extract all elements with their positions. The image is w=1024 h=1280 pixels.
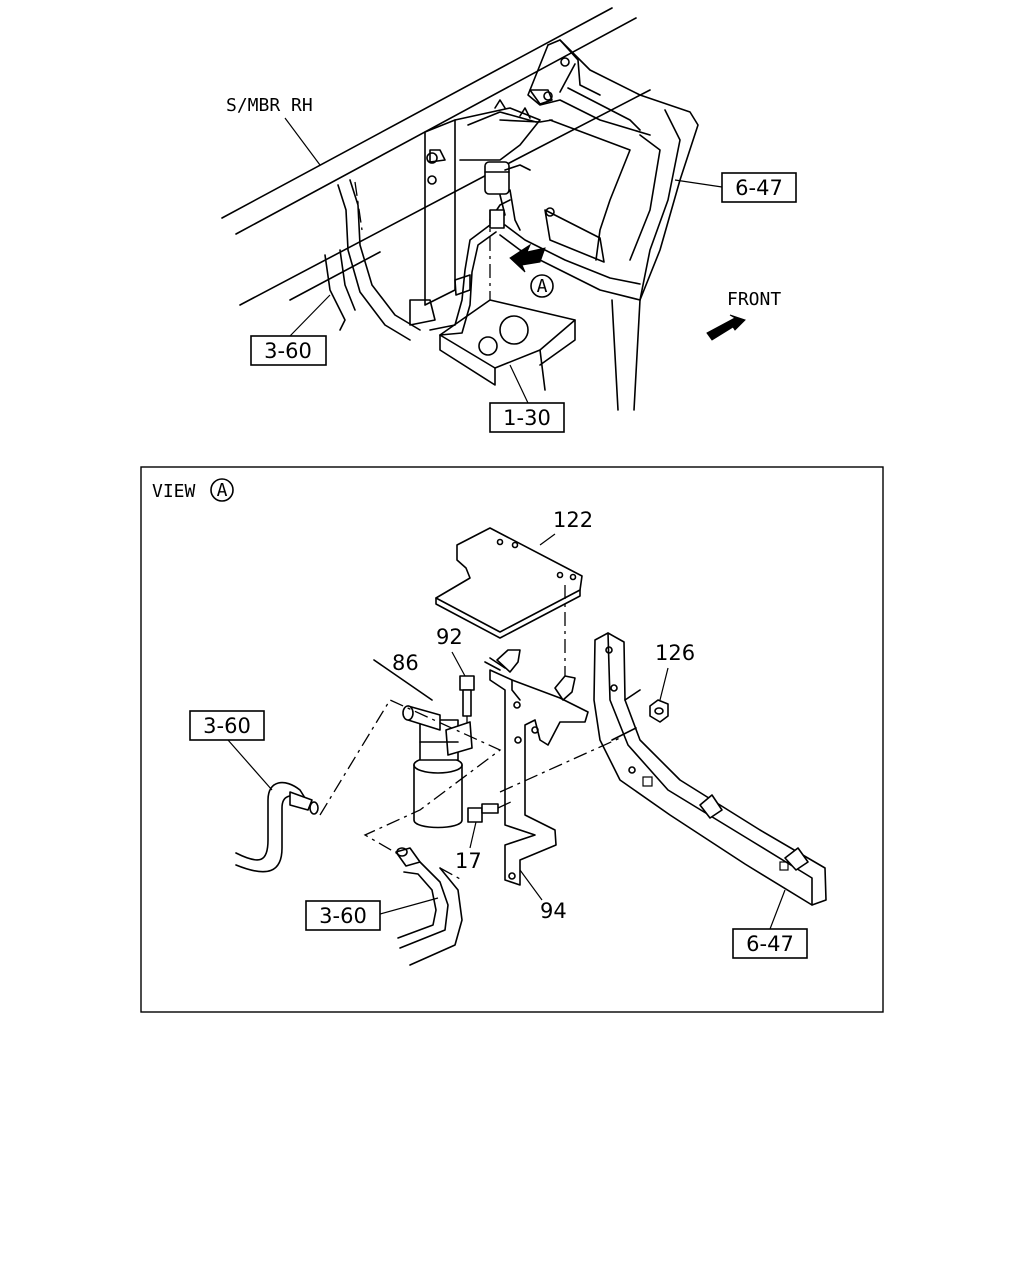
ref-box-3-60-detail-a[interactable]: 3-60	[189, 710, 265, 741]
part-126-label: 126	[655, 641, 695, 665]
view-title: VIEW	[152, 481, 196, 502]
part-86-valve	[373, 659, 473, 829]
ref-3-60-top-text: 3-60	[264, 339, 312, 363]
ref-box-3-60-top[interactable]: 3-60	[250, 335, 327, 366]
crossmember-block	[499, 39, 699, 411]
ref-6-47-top-text: 6-47	[735, 176, 783, 200]
part-94-label: 94	[540, 899, 567, 923]
ref-1-30-text: 1-30	[503, 406, 551, 430]
detail-view-frame	[140, 466, 884, 1013]
ref-6-47-detail-text: 6-47	[746, 932, 794, 956]
ref-box-3-60-detail-b[interactable]: 3-60	[305, 900, 381, 931]
hose-top	[324, 179, 641, 341]
view-marker-a-text: A	[537, 276, 548, 297]
view-marker-a-detail: A	[210, 478, 234, 502]
part-122-label: 122	[553, 508, 593, 532]
part-17-bolt	[467, 799, 516, 823]
ref-box-6-47-top[interactable]: 6-47	[721, 172, 797, 203]
hose-lower-detail	[395, 847, 463, 966]
ref-box-6-47-detail[interactable]: 6-47	[732, 928, 808, 959]
lower-bracket-plate	[409, 210, 576, 391]
part-126-nut	[649, 699, 669, 723]
front-arrow	[706, 314, 746, 341]
part-17-label: 17	[455, 849, 482, 873]
detail-view-panel: VIEW A 122	[140, 466, 884, 1013]
top-assembly-view: A FRONT S/MBR RH 6-47 3-60 1-30	[221, 7, 797, 433]
ref-3-60-detail-b-text: 3-60	[319, 904, 367, 928]
part-122-plate	[435, 527, 583, 680]
view-marker-a-top: A	[530, 274, 554, 298]
view-marker-a-detail-text: A	[217, 480, 228, 501]
side-member-rail	[221, 7, 651, 306]
hose-upper-detail	[235, 781, 319, 873]
mounting-bracket-top	[424, 99, 541, 306]
part-86-label: 86	[392, 651, 419, 675]
part-94-bracket	[484, 649, 621, 886]
front-label: FRONT	[727, 289, 781, 310]
ref-box-1-30[interactable]: 1-30	[489, 402, 565, 433]
frame-label: S/MBR RH	[226, 95, 313, 116]
part-92-label: 92	[436, 625, 463, 649]
view-direction-arrow	[509, 243, 546, 273]
frame-rail-detail	[593, 632, 827, 906]
ref-3-60-detail-a-text: 3-60	[203, 714, 251, 738]
